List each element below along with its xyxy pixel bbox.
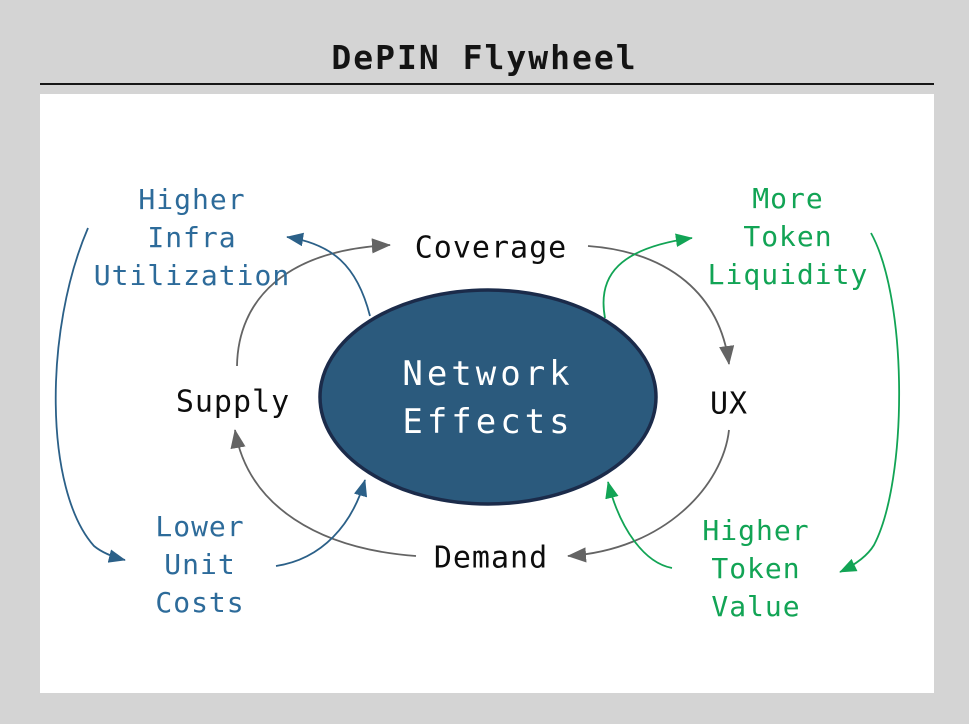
node-demand: Demand <box>433 540 549 576</box>
label-line: Infra <box>147 221 237 254</box>
center-node-label: Network Effects <box>402 350 573 446</box>
arrow-supply-to-coverage <box>236 238 391 367</box>
label-line: Liquidity <box>707 258 869 291</box>
label-lower-unit-costs: Lower Unit Costs <box>155 508 244 622</box>
arrow-ux-to-more-liquidity <box>602 233 693 319</box>
node-supply: Supply <box>175 384 291 420</box>
label-line: Value <box>711 590 801 623</box>
arrow-demand-to-supply <box>230 429 417 557</box>
label-higher-token-value: Higher Token Value <box>702 512 809 626</box>
label-line: More <box>752 182 824 215</box>
center-node-line: Network <box>402 354 574 394</box>
node-ux: UX <box>709 386 749 422</box>
arrow-coverage-to-ux <box>587 245 735 365</box>
label-line: Utilization <box>93 259 291 292</box>
label-line: Higher <box>138 183 246 216</box>
arrow-ux-to-demand <box>567 429 730 563</box>
arrow-more-liquidity-to-higher-value <box>839 232 901 573</box>
center-node-line: Effects <box>402 402 574 442</box>
node-coverage: Coverage <box>414 230 568 266</box>
label-line: Unit <box>164 548 236 581</box>
label-more-token-liquidity: More Token Liquidity <box>708 180 869 294</box>
arrow-coverage-to-higher-infra <box>286 232 371 317</box>
arrow-lower-costs-to-demand <box>275 479 368 567</box>
label-line: Higher <box>702 514 810 547</box>
label-line: Token <box>711 552 801 585</box>
label-line: Lower <box>155 510 245 543</box>
label-line: Costs <box>155 586 245 619</box>
arrow-higher-infra-to-lower-costs <box>54 227 126 563</box>
label-line: Token <box>743 220 833 253</box>
arrow-higher-value-to-demand <box>605 481 673 569</box>
network-effects-ellipse <box>318 288 658 506</box>
title-underline <box>40 83 934 85</box>
label-higher-infra-utilization: Higher Infra Utilization <box>94 181 290 295</box>
page-title: DePIN Flywheel <box>331 38 638 77</box>
